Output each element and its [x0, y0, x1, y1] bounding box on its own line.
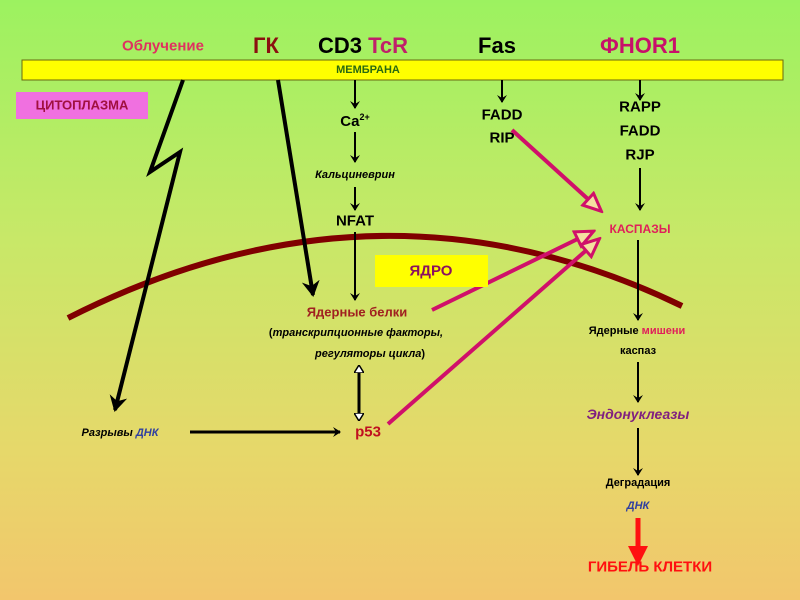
nuclear-proteins-line2: регуляторы цикла) — [315, 348, 425, 360]
ca: Ca — [340, 113, 360, 130]
irradiation-label: Облучение — [122, 37, 204, 55]
membrane-label: МЕМБРАНА — [336, 64, 400, 76]
cytoplasm-box — [16, 92, 148, 119]
nucleus-label: ЯДРО — [409, 262, 453, 280]
ca-charge: 2+ — [359, 112, 370, 122]
gk-arrow — [276, 79, 320, 297]
paren-close: ) — [421, 348, 425, 360]
rapp-label: RAPP — [619, 98, 661, 116]
nuclear-proteins-line1: (транскрипционные факторы, — [269, 327, 443, 339]
degradation-dna: ДНК — [626, 500, 650, 512]
fadd-label-2: FADD — [619, 122, 661, 140]
nucleus-box — [375, 255, 488, 287]
cd3: CD3 — [317, 33, 362, 58]
cell-death-label: ГИБЕЛЬ КЛЕТКИ — [587, 558, 713, 576]
membrane-bar — [21, 59, 784, 81]
p53-label: p53 — [355, 423, 381, 441]
nuclear-proteins-title: Ядерные белки — [306, 304, 408, 320]
cytoplasm-label: ЦИТОПЛАЗМА — [35, 97, 129, 113]
cd3-tcr-label: CD3 TcR — [318, 33, 408, 59]
fhor1-label: ФHOR1 — [600, 33, 680, 58]
gk-label: ГК — [253, 33, 279, 58]
targets: мишени — [641, 325, 686, 337]
rip-label: RIP — [489, 129, 515, 147]
nucleus-envelope — [66, 232, 684, 321]
transcription-factors: транскрипционные факторы, — [272, 327, 444, 339]
dna-breaks-label: Разрывы ДНК — [82, 427, 159, 439]
irradiation-lightning — [109, 79, 185, 412]
endonucleases-label: Эндонуклеазы — [586, 406, 690, 422]
rip-to-caspase-arrow — [510, 128, 600, 210]
fas-label: Fas — [478, 33, 516, 58]
ca-label: Ca2+ — [340, 112, 369, 130]
fadd-label: FADD — [481, 106, 523, 124]
calcineurin-label: Кальциневрин — [315, 169, 395, 181]
nuclear: Ядерные — [588, 325, 639, 337]
nuclear-targets-label: Ядерные мишени — [589, 325, 686, 337]
rjp-label: RJP — [625, 146, 655, 164]
breaks: Разрывы — [81, 427, 133, 439]
degradation-label: Деградация — [605, 477, 671, 489]
proteins-to-caspase-arrow — [431, 232, 592, 312]
nfat-label: NFAT — [335, 212, 375, 230]
cycle-regulators: регуляторы цикла — [315, 348, 422, 360]
dna: ДНК — [135, 427, 159, 439]
tcr: TcR — [368, 33, 409, 58]
paren-open: ( — [268, 327, 273, 339]
caspases-label: КАСПАЗЫ — [609, 222, 671, 236]
caspase-word: каспаз — [619, 345, 657, 357]
p53-to-caspase-arrow — [386, 240, 598, 426]
